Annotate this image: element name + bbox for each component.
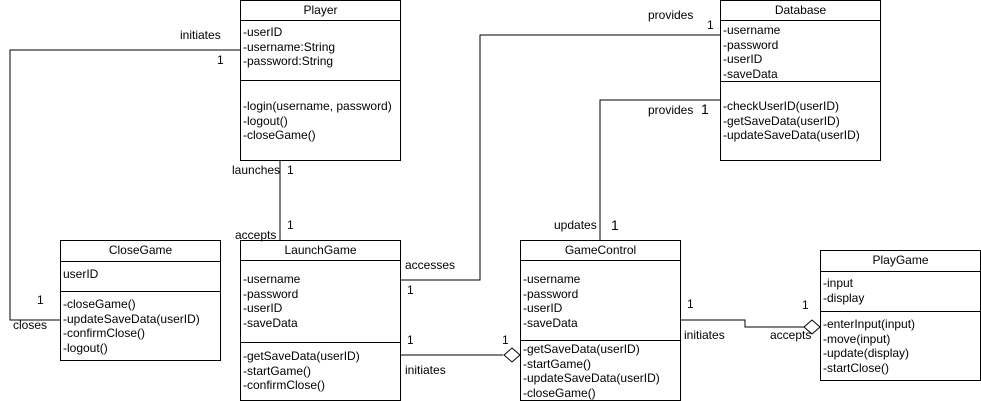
operation: -getSaveData(userID) — [523, 342, 640, 356]
multiplicity-label: 1 — [611, 217, 619, 233]
assoc-player-closegame — [9, 49, 240, 321]
attribute: -username — [243, 272, 301, 286]
role-label: updates — [554, 218, 597, 232]
operation: -getSaveData(userID) — [723, 113, 840, 128]
class-gamecontrol-attributes: -username -password -userID -saveData — [521, 261, 680, 341]
class-playgame[interactable]: PlayGame -input -display -enterInput(inp… — [820, 250, 981, 381]
class-playgame-attributes: -input -display — [821, 272, 980, 312]
class-database-name: Database — [721, 1, 880, 21]
class-launchgame-operations: -getSaveData(userID) -startGame() -confi… — [241, 343, 400, 393]
attribute: -password:String — [243, 54, 334, 68]
attribute: -saveData — [723, 66, 778, 81]
class-gamecontrol-operations: -getSaveData(userID) -startGame() -updat… — [521, 341, 680, 400]
attribute: -username:String — [243, 39, 336, 54]
class-playgame-operations: -enterInput(input) -move(input) -update(… — [821, 312, 980, 375]
attribute: -userID — [243, 25, 283, 39]
attribute: -saveData — [523, 315, 578, 330]
operation: -getSaveData(userID) — [243, 349, 360, 363]
class-database-operations: -checkUserID(userID) -getSaveData(userID… — [721, 82, 880, 143]
operation: -updateSaveData(userID) — [63, 311, 200, 326]
class-launchgame[interactable]: LaunchGame -username -password -userID -… — [240, 240, 401, 401]
attribute: -username — [523, 272, 581, 286]
attribute: -userID — [243, 301, 283, 315]
multiplicity-label: 1 — [687, 297, 694, 311]
operation: -confirmClose() — [243, 378, 326, 392]
class-launchgame-attributes: -username -password -userID -saveData — [241, 261, 400, 343]
multiplicity-label: 1 — [37, 293, 44, 307]
operation: -checkUserID(userID) — [723, 99, 840, 113]
operation: -closeGame() — [523, 385, 596, 400]
aggregation-diamond-gamecontrol — [503, 347, 521, 363]
multiplicity-label: 1 — [707, 18, 714, 32]
role-label: initiates — [405, 363, 446, 377]
class-database[interactable]: Database -username -password -userID -sa… — [720, 0, 881, 161]
attribute: -username — [723, 23, 781, 37]
class-player-name: Player — [241, 1, 400, 21]
attribute: -userID — [723, 52, 763, 66]
attribute: -password — [243, 286, 299, 301]
operation: -startGame() — [243, 363, 312, 378]
class-database-attributes: -username -password -userID -saveData — [721, 21, 880, 82]
assoc-gamecontrol-database — [599, 99, 720, 240]
attribute: -password — [723, 37, 779, 52]
operation: -move(input) — [823, 331, 891, 346]
multiplicity-label: 1 — [217, 53, 224, 67]
operation: -login(username, password) — [243, 99, 392, 113]
attribute: -userID — [523, 301, 563, 315]
class-closegame-attributes: userID — [61, 262, 220, 292]
class-player[interactable]: Player -userID -username:String -passwor… — [240, 0, 401, 161]
attribute: -saveData — [243, 315, 298, 330]
operation: -startClose() — [823, 360, 890, 375]
class-playgame-name: PlayGame — [821, 251, 980, 272]
class-gamecontrol[interactable]: GameControl -username -password -userID … — [520, 240, 681, 401]
class-closegame[interactable]: CloseGame userID -closeGame() -updateSav… — [60, 240, 221, 361]
assoc-gamecontrol-playgame — [680, 319, 804, 328]
class-player-operations: -login(username, password) -logout() -cl… — [241, 81, 400, 143]
operation: -closeGame() — [63, 297, 136, 311]
assoc-launchgame-database — [400, 34, 720, 281]
attribute: -input — [823, 276, 854, 290]
multiplicity-label: 1 — [407, 283, 414, 297]
attribute: -display — [823, 290, 865, 305]
operation: -update(display) — [823, 346, 910, 360]
multiplicity-label: 1 — [287, 163, 294, 177]
class-gamecontrol-name: GameControl — [521, 241, 680, 261]
role-label: accesses — [405, 258, 456, 272]
operation: -confirmClose() — [63, 326, 146, 340]
operation: -enterInput(input) — [823, 317, 916, 331]
operation: -startGame() — [523, 356, 592, 371]
class-launchgame-name: LaunchGame — [241, 241, 400, 261]
role-label: launches — [232, 163, 281, 177]
role-label: closes — [13, 318, 48, 332]
role-label: provides — [648, 103, 694, 117]
role-label: accepts — [770, 328, 812, 342]
role-label: provides — [648, 8, 694, 22]
multiplicity-label: 1 — [502, 333, 509, 347]
role-label: initiates — [684, 328, 725, 342]
operation: -updateSaveData(userID) — [523, 371, 660, 385]
operation: -logout() — [63, 340, 108, 355]
operation: -updateSaveData(userID) — [723, 128, 860, 142]
class-closegame-operations: -closeGame() -updateSaveData(userID) -co… — [61, 292, 220, 355]
role-label: accepts — [235, 228, 277, 242]
attribute: -password — [523, 286, 579, 301]
multiplicity-label: 1 — [407, 333, 414, 347]
attribute: userID — [63, 267, 99, 281]
operation: -closeGame() — [243, 128, 316, 142]
multiplicity-label: 1 — [701, 101, 709, 117]
multiplicity-label: 1 — [802, 298, 809, 312]
class-player-attributes: -userID -username:String -password:Strin… — [241, 21, 400, 81]
role-label: initiates — [180, 28, 221, 42]
operation: -logout() — [243, 113, 288, 128]
multiplicity-label: 1 — [287, 218, 294, 232]
class-closegame-name: CloseGame — [61, 241, 220, 262]
